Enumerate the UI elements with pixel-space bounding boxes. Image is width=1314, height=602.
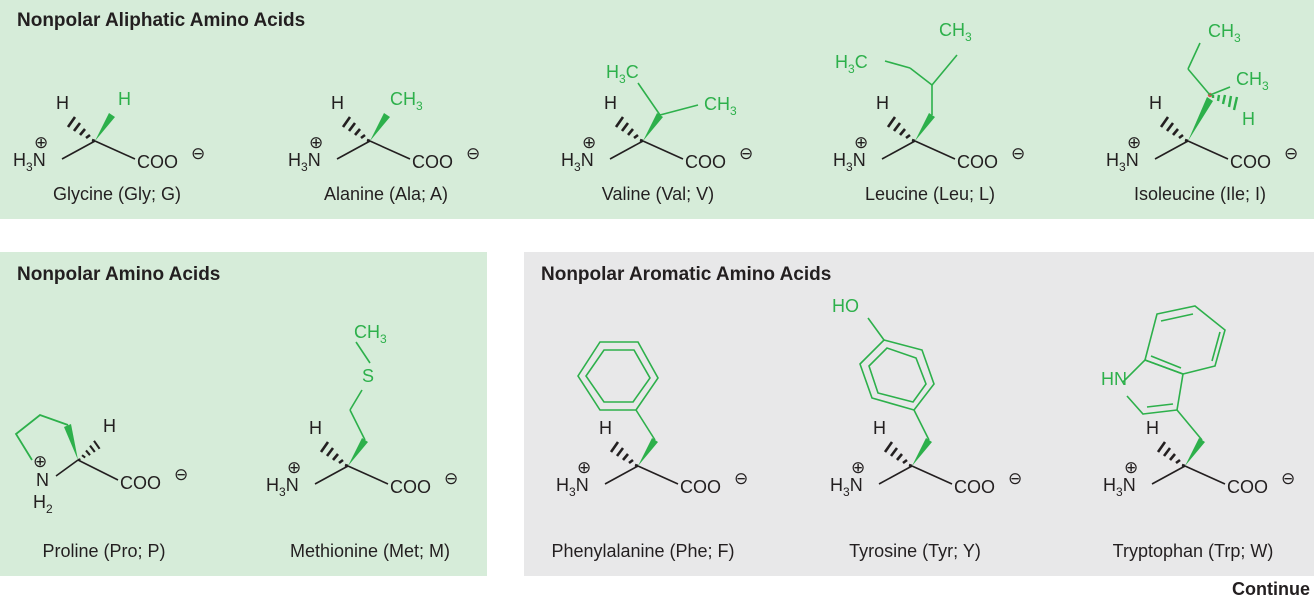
panel-title-aromatic: Nonpolar Aromatic Amino Acids <box>541 264 832 285</box>
label-glycine: Glycine (Gly; G) <box>52 184 181 204</box>
svg-text:⊕: ⊕ <box>1124 458 1138 477</box>
svg-text:H: H <box>118 89 131 109</box>
label-tyrosine: Tyrosine (Tyr; Y) <box>849 541 981 561</box>
structure-glycine: H3N ⊕ COO ⊖ H H <box>13 89 205 174</box>
svg-text:H: H <box>604 93 617 113</box>
structure-tyrosine: H3N ⊕ COO ⊖ H HO <box>830 296 1022 499</box>
svg-text:⊕: ⊕ <box>1127 133 1141 152</box>
panel-title-nonpolar: Nonpolar Amino Acids <box>17 264 221 285</box>
svg-text:CH3: CH3 <box>390 89 423 113</box>
svg-text:H: H <box>103 416 116 436</box>
svg-text:H: H <box>56 93 69 113</box>
label-isoleucine: Isoleucine (Ile; I) <box>1133 184 1267 204</box>
phenol-ring <box>859 339 935 411</box>
svg-text:H3C: H3C <box>835 52 868 76</box>
svg-text:CH3: CH3 <box>1236 69 1269 93</box>
structure-isoleucine: H3N ⊕ COO ⊖ H CH3 CH3 H <box>1106 21 1298 174</box>
svg-text:H3N: H3N <box>833 150 866 174</box>
label-tryptophan: Tryptophan (Trp; W) <box>1112 541 1274 561</box>
svg-text:H: H <box>1146 418 1159 438</box>
structure-leucine: H3N ⊕ COO ⊖ H H3C CH3 <box>833 20 1025 174</box>
structure-tryptophan: H3N ⊕ COO ⊖ H HN <box>1101 305 1295 499</box>
svg-text:⊕: ⊕ <box>34 133 48 152</box>
svg-text:COO: COO <box>957 152 998 172</box>
indole-ring <box>1122 305 1226 415</box>
svg-text:⊖: ⊖ <box>466 144 480 163</box>
svg-text:H: H <box>873 418 886 438</box>
svg-text:⊖: ⊖ <box>1008 469 1022 488</box>
svg-text:S: S <box>362 366 374 386</box>
label-valine: Valine (Val; V) <box>601 184 715 204</box>
panel-aromatic <box>524 252 1314 576</box>
svg-text:⊖: ⊖ <box>191 144 205 163</box>
svg-text:H3C: H3C <box>606 62 639 86</box>
svg-text:COO: COO <box>1227 477 1268 497</box>
svg-text:H3N: H3N <box>13 150 46 174</box>
svg-text:⊕: ⊕ <box>854 133 868 152</box>
label-leucine: Leucine (Leu; L) <box>864 184 996 204</box>
svg-text:⊕: ⊕ <box>851 458 865 477</box>
panel-title-aliphatic: Nonpolar Aliphatic Amino Acids <box>17 10 306 31</box>
svg-text:H3N: H3N <box>1103 475 1136 499</box>
svg-text:COO: COO <box>390 477 431 497</box>
svg-text:HN: HN <box>1101 369 1127 389</box>
svg-text:⊕: ⊕ <box>287 458 301 477</box>
svg-text:H3N: H3N <box>288 150 321 174</box>
panel-nonpolar <box>0 252 487 576</box>
svg-text:⊖: ⊖ <box>739 144 753 163</box>
svg-text:COO: COO <box>954 477 995 497</box>
svg-text:⊖: ⊖ <box>1281 469 1295 488</box>
svg-text:⊖: ⊖ <box>1284 144 1298 163</box>
svg-text:⊕: ⊕ <box>33 452 47 471</box>
svg-text:⊕: ⊕ <box>577 458 591 477</box>
svg-text:CH3: CH3 <box>354 322 387 346</box>
svg-text:N: N <box>36 470 49 490</box>
svg-text:⊕: ⊕ <box>309 133 323 152</box>
svg-text:COO: COO <box>137 152 178 172</box>
structure-proline: N ⊕ H2 COO ⊖ H <box>14 413 188 516</box>
svg-text:H: H <box>331 93 344 113</box>
label-phenylalanine: Phenylalanine (Phe; F) <box>551 541 735 561</box>
svg-text:H: H <box>1242 109 1255 129</box>
svg-text:H: H <box>309 418 322 438</box>
svg-text:H: H <box>599 418 612 438</box>
svg-text:⊖: ⊖ <box>1011 144 1025 163</box>
structure-valine: H3N ⊕ COO ⊖ H H3C CH3 <box>561 62 753 174</box>
label-proline: Proline (Pro; P) <box>42 541 166 561</box>
svg-text:H3N: H3N <box>830 475 863 499</box>
svg-text:HO: HO <box>832 296 859 316</box>
label-alanine: Alanine (Ala; A) <box>323 184 449 204</box>
svg-text:H3N: H3N <box>266 475 299 499</box>
svg-text:CH3: CH3 <box>939 20 972 44</box>
hashed-wedge-bond-green <box>1211 94 1239 111</box>
svg-text:⊖: ⊖ <box>444 469 458 488</box>
svg-text:⊕: ⊕ <box>582 133 596 152</box>
svg-text:COO: COO <box>1230 152 1271 172</box>
svg-text:H2: H2 <box>33 492 53 516</box>
svg-text:H: H <box>876 93 889 113</box>
continue-link[interactable]: Continue <box>1232 579 1310 599</box>
svg-text:H3N: H3N <box>556 475 589 499</box>
benzene-ring <box>577 341 659 411</box>
svg-text:CH3: CH3 <box>704 94 737 118</box>
svg-text:COO: COO <box>685 152 726 172</box>
structure-alanine: H3N ⊕ COO ⊖ H CH3 <box>288 89 480 174</box>
svg-text:COO: COO <box>412 152 453 172</box>
svg-text:H: H <box>1149 93 1162 113</box>
svg-text:⊖: ⊖ <box>734 469 748 488</box>
structure-phenylalanine: H3N ⊕ COO ⊖ H <box>556 341 748 499</box>
svg-text:CH3: CH3 <box>1208 21 1241 45</box>
svg-text:H3N: H3N <box>561 150 594 174</box>
svg-text:COO: COO <box>680 477 721 497</box>
svg-text:H3N: H3N <box>1106 150 1139 174</box>
structure-methionine: H3N ⊕ COO ⊖ H S CH3 <box>266 322 458 499</box>
label-methionine: Methionine (Met; M) <box>289 541 451 561</box>
svg-text:COO: COO <box>120 473 161 493</box>
svg-text:⊖: ⊖ <box>174 465 188 484</box>
